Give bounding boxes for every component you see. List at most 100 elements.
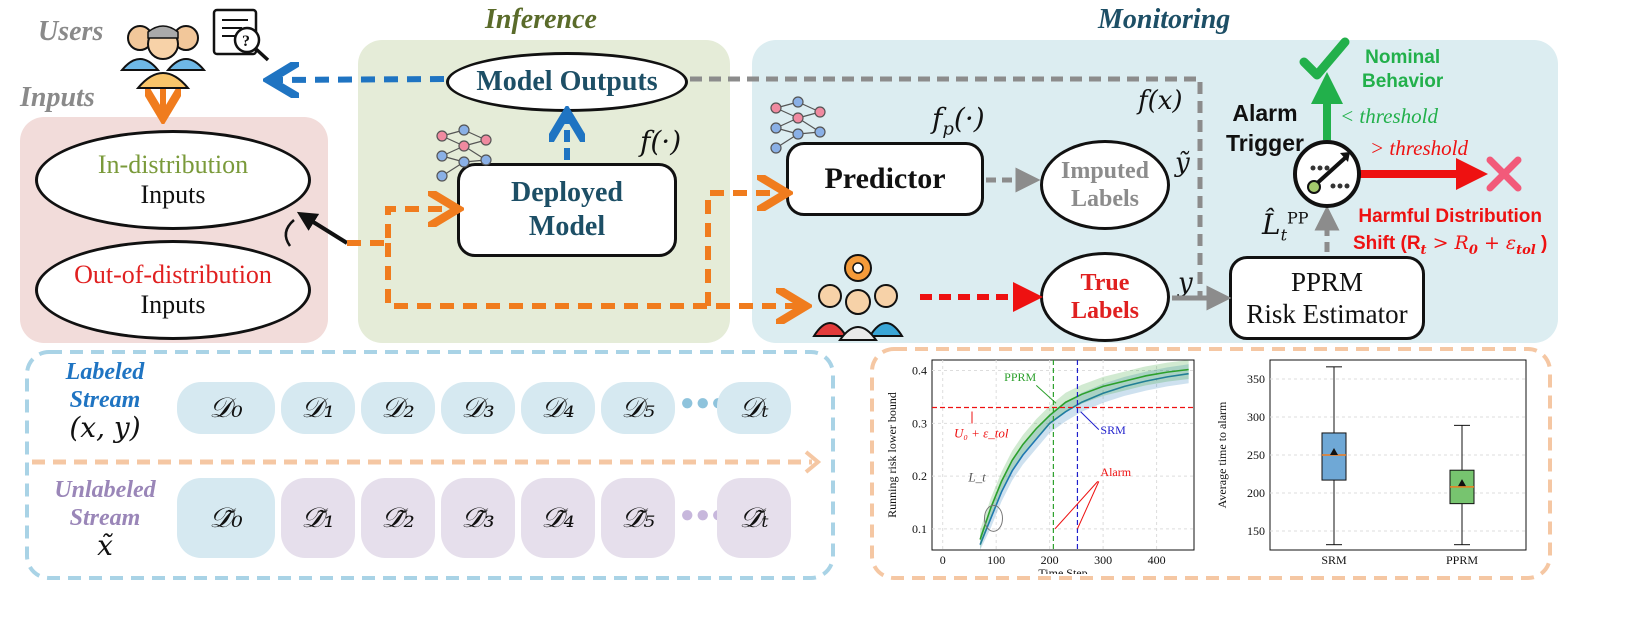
in-distribution-sub: Inputs: [140, 180, 206, 209]
in-distribution-label: In-distribution: [97, 150, 249, 179]
ytilde-label: ỹ: [1175, 148, 1190, 178]
inputs-title: Inputs: [20, 82, 95, 113]
fp-label: fp(·): [932, 102, 985, 140]
y-tick-label: 150: [1247, 524, 1265, 538]
fx-label: f(x): [1138, 86, 1183, 116]
help-document-icon: ?: [212, 8, 270, 62]
labeled-chips: 𝒟₀ 𝒟₁ 𝒟₂ 𝒟₃ 𝒟₄ 𝒟₅ ●●● 𝒟ₜ: [0, 382, 840, 434]
srm-pointer: [1080, 411, 1100, 431]
chip-d1: 𝒟₁: [281, 382, 355, 434]
unlabeled-chips: 𝒟̃₀ 𝒟̃₁ 𝒟̃₂ 𝒟̃₃ 𝒟̃₄ 𝒟̃₅ ●●● 𝒟̃ₜ: [0, 478, 840, 558]
chip-dtilde2: 𝒟̃₂: [361, 478, 435, 558]
true-line1: True: [1080, 270, 1130, 296]
alarm-annotation: Alarm: [1100, 465, 1131, 479]
lhat-label: L̂tPP: [1262, 208, 1309, 245]
alarm-pointer: [1054, 481, 1099, 530]
less-threshold-label: < threshold: [1340, 104, 1438, 128]
labeled-stream-frame: [25, 350, 835, 580]
alarm-pointer: [1076, 481, 1100, 530]
lt-annotation: L_t: [967, 469, 986, 484]
y-label: y: [1178, 268, 1193, 298]
y-axis-label: Running risk lower bound: [885, 392, 899, 518]
charts-frame: [870, 347, 1552, 580]
pprm-line2: Risk Estimator: [1246, 299, 1408, 329]
true-line2: Labels: [1070, 298, 1139, 324]
inputs-curl: [284, 219, 295, 247]
imputed-line2: Labels: [1070, 186, 1139, 212]
chip-d5: 𝒟₅: [601, 382, 675, 434]
route-to-predictor-arrow: [705, 193, 781, 306]
y-tick-label: 250: [1247, 448, 1265, 462]
monitoring-title: Monitoring: [1098, 4, 1231, 35]
y-tick-label: 0.2: [912, 469, 927, 483]
mean-srm: [1330, 447, 1338, 455]
deployed-model: Deployed Model: [457, 163, 677, 257]
pprm-line1: PPRM: [1290, 267, 1364, 297]
y-axis-label: Average time to alarm: [1215, 401, 1229, 508]
series-line-srm: [979, 372, 1189, 546]
chip-dtilde5: 𝒟̃₅: [601, 478, 675, 558]
chip-dtilde3: 𝒟̃₃: [441, 478, 515, 558]
chip-dtilde4: 𝒟̃₄: [521, 478, 595, 558]
outputs-to-users-arrow: [275, 79, 445, 80]
ood-label: Out-of-distribution: [74, 260, 272, 289]
alarm-trigger-label: Alarm Trigger: [1226, 100, 1304, 156]
deployed-model-line1: Deployed: [511, 177, 623, 208]
ood-sub: Inputs: [140, 290, 206, 319]
harmful-shift-label: Harmful Distribution Shift (Rt > R0 + εt…: [1353, 206, 1548, 258]
y-tick-label: 0.1: [912, 522, 927, 536]
users-title: Users: [38, 16, 104, 47]
chip-d0: 𝒟₀: [177, 382, 275, 434]
unlabeled-stream-label: Unlabeled Stream x̃: [54, 477, 156, 562]
inputs-to-deployed-arrow: [347, 209, 452, 246]
neural-network-icon: [436, 124, 492, 182]
srm-annotation: SRM: [1100, 423, 1126, 437]
x-tick-label: 200: [1041, 553, 1059, 567]
out-of-distribution-inputs: Out-of-distribution Inputs: [35, 240, 311, 340]
inference-title: Inference: [485, 4, 597, 35]
gauge-icon: [1293, 140, 1361, 208]
y-tick-label: 350: [1247, 372, 1265, 386]
x-tick-label: 300: [1094, 553, 1112, 567]
labeled-stream-label: Labeled Stream (x, y): [65, 359, 145, 444]
threshold-label: U₀ + ε_tol: [954, 426, 1009, 441]
in-distribution-inputs: In-distribution Inputs: [35, 130, 311, 230]
greater-threshold-label: > threshold: [1370, 136, 1468, 160]
mean-pprm: [1458, 479, 1466, 487]
chip-d3: 𝒟₃: [441, 382, 515, 434]
chip-dtilde1: 𝒟̃₁: [281, 478, 355, 558]
x-tick-label: 400: [1148, 553, 1166, 567]
y-tick-label: 300: [1247, 410, 1265, 424]
lt-highlight: [983, 504, 1003, 532]
imputed-line1: Imputed: [1060, 158, 1150, 184]
y-tick-label: 200: [1247, 486, 1265, 500]
plot-frame: [931, 359, 1195, 551]
check-icon: [1299, 37, 1350, 80]
predictor-box: Predictor: [786, 142, 984, 216]
model-outputs: Model Outputs: [446, 52, 688, 112]
neural-network-icon: [770, 96, 826, 154]
chip-d2: 𝒟₂: [361, 382, 435, 434]
series-line-pprm: [979, 368, 1189, 540]
predictor-label: Predictor: [824, 162, 946, 195]
imputed-labels: Imputed Labels: [1040, 140, 1170, 230]
pprm-pointer: [1035, 384, 1057, 404]
x-axis-label: Time Step: [1038, 566, 1087, 574]
f-dot-label: f(·): [640, 125, 682, 158]
x-tick-label: 0: [940, 553, 946, 567]
inputs-selector-arrow: [296, 211, 349, 245]
gear-icon: [844, 254, 872, 282]
pprm-risk-estimator: PPRM Risk Estimator: [1229, 256, 1425, 340]
users-icon: [119, 25, 207, 89]
chip-d4: 𝒟₄: [521, 382, 595, 434]
y-tick-label: 0.3: [912, 416, 927, 430]
category-label-srm: SRM: [1321, 553, 1347, 567]
x-tick-label: 100: [987, 553, 1005, 567]
annotators-icon: [812, 254, 904, 341]
pprm-annotation: PPRM: [1004, 370, 1036, 384]
true-labels: True Labels: [1040, 252, 1170, 342]
outputs-to-pprm-route: [690, 76, 1203, 298]
